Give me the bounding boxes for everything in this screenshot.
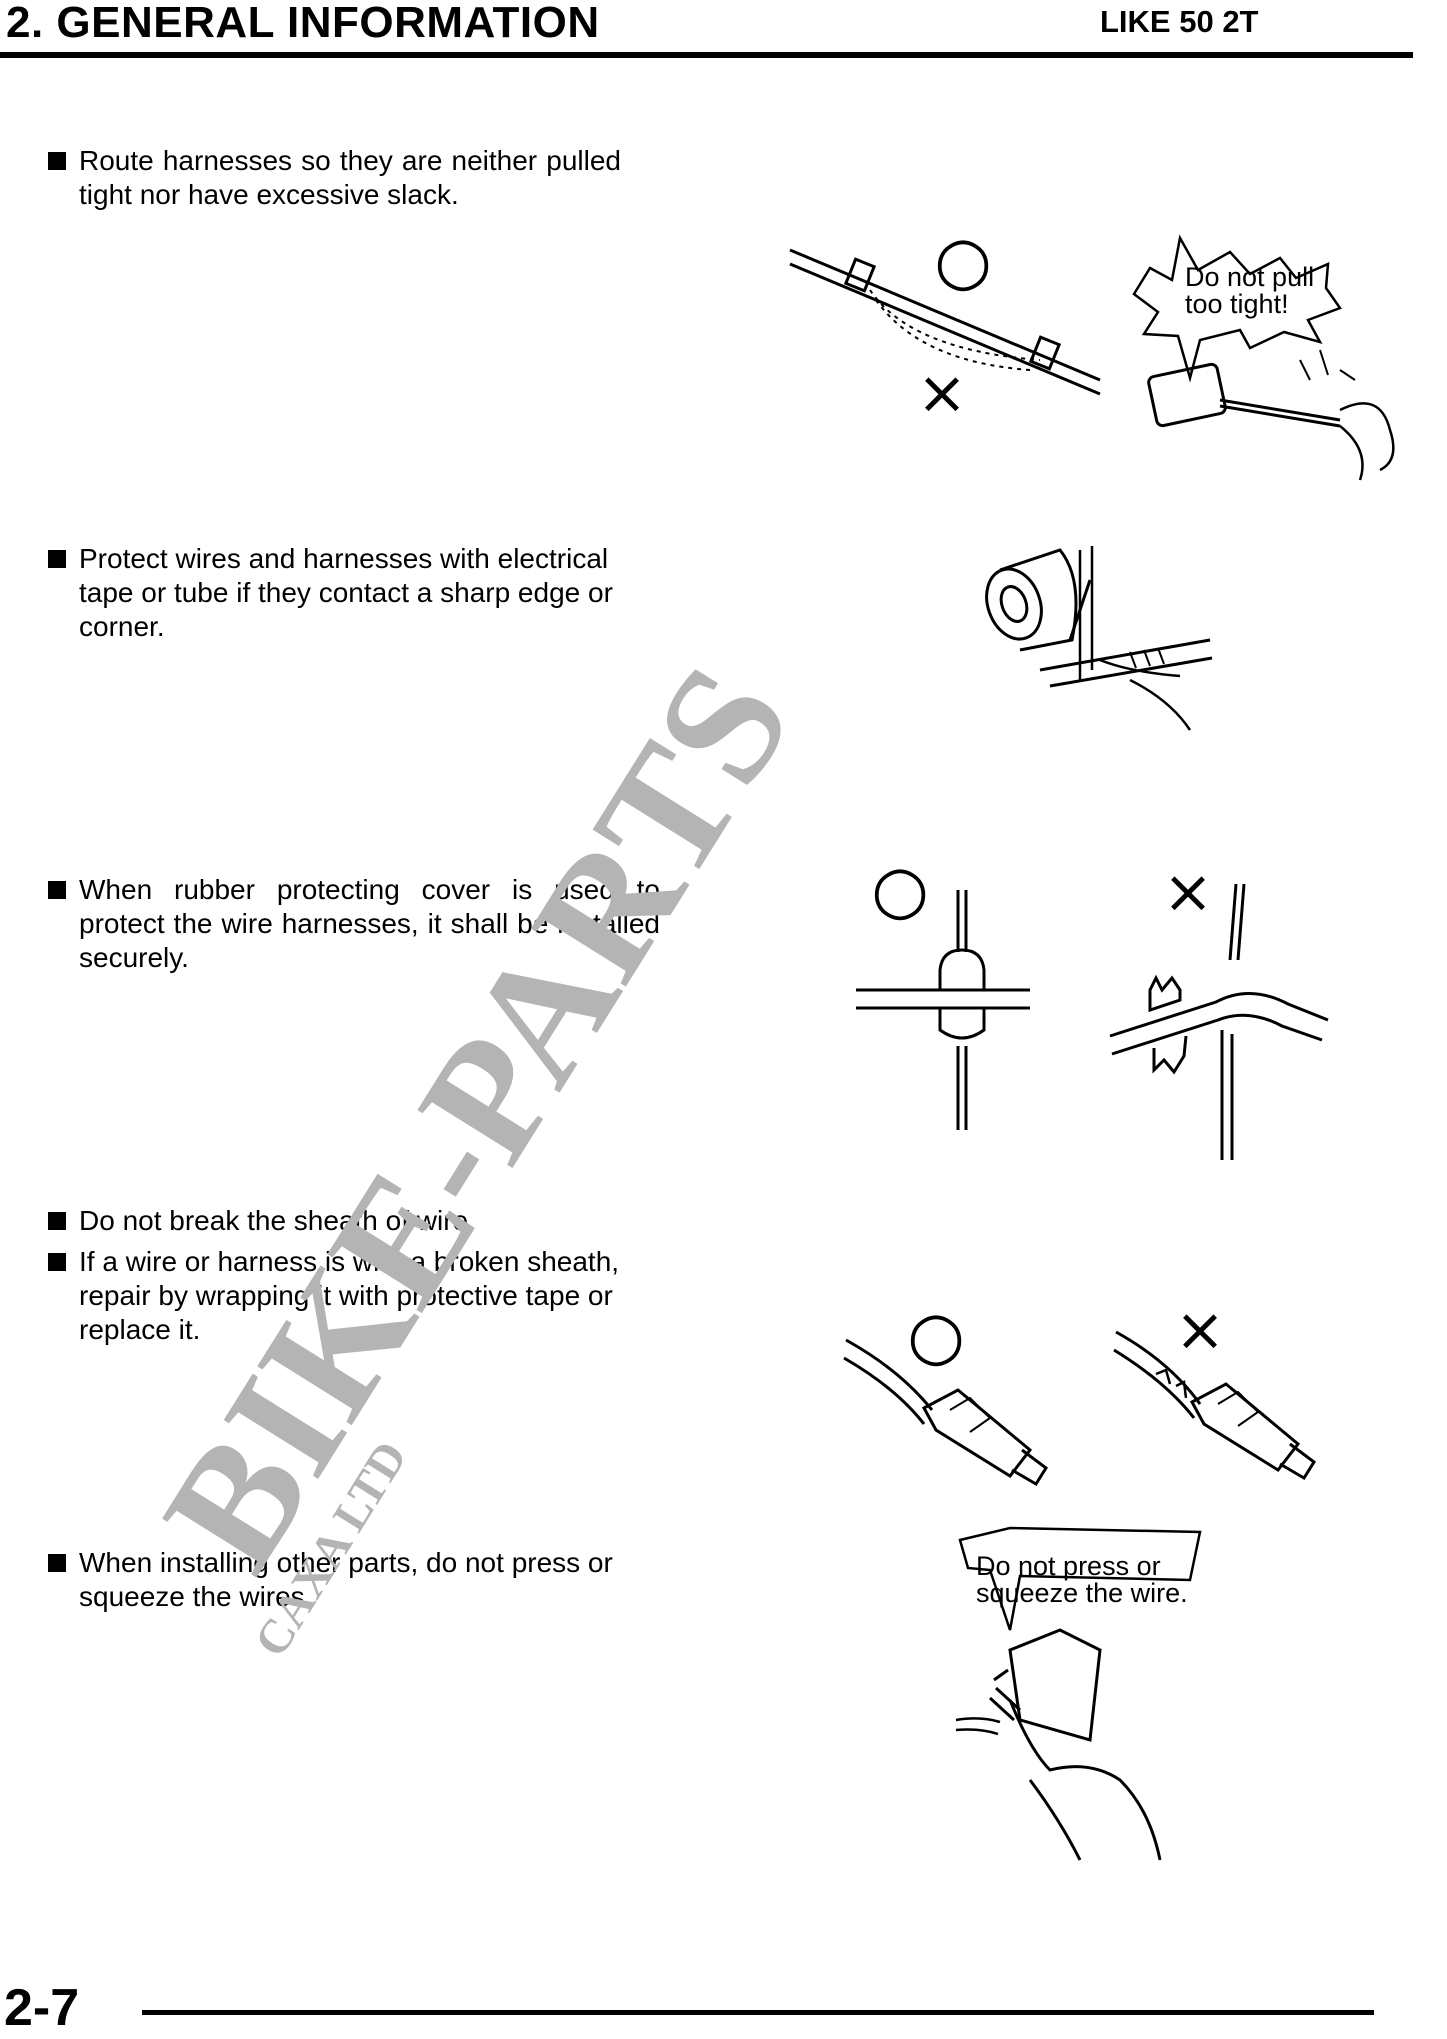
item-text: When rubber protecting cover is used to … bbox=[79, 874, 660, 973]
ng-mark-icon: × bbox=[917, 358, 967, 428]
ng-mark-icon: × bbox=[1175, 1295, 1225, 1365]
square-bullet-icon bbox=[48, 550, 66, 568]
header-rule bbox=[0, 52, 1413, 58]
section-title: 2. GENERAL INFORMATION bbox=[6, 0, 600, 47]
footer-rule bbox=[142, 2010, 1374, 2015]
ok-mark-icon: ○ bbox=[934, 222, 992, 299]
list-item: Route harnesses so they are neither pull… bbox=[48, 144, 621, 212]
list-item: If a wire or harness is with a broken sh… bbox=[48, 1245, 660, 1347]
square-bullet-icon bbox=[48, 1253, 66, 1271]
page-number: 2-7 bbox=[4, 1979, 80, 2037]
list-item: When installing other parts, do not pres… bbox=[48, 1546, 660, 1614]
square-bullet-icon bbox=[48, 881, 66, 899]
square-bullet-icon bbox=[48, 1212, 66, 1230]
square-bullet-icon bbox=[48, 152, 66, 170]
ok-mark-icon: ○ bbox=[907, 1297, 965, 1374]
callout-press-squeeze: Do not press or squeeze the wire. bbox=[976, 1551, 1188, 1608]
tape-protection-illustration bbox=[985, 546, 1213, 731]
item-text: Route harnesses so they are neither pull… bbox=[79, 145, 621, 210]
rubber-cover-illustration: ○ × bbox=[856, 851, 1329, 1160]
square-bullet-icon bbox=[48, 1554, 66, 1572]
item-text: Protect wires and harnesses with electri… bbox=[79, 543, 613, 642]
callout-pull-tight: Do not pull too tight! bbox=[1185, 262, 1315, 319]
harness-routing-illustration: ○ × bbox=[789, 222, 1395, 481]
press-wire-illustration bbox=[955, 1526, 1202, 1861]
watermark-main-text: BIKE-PARTS bbox=[127, 635, 827, 1600]
ng-mark-icon: × bbox=[1163, 857, 1213, 927]
ok-mark-icon: ○ bbox=[871, 851, 929, 928]
list-item: Protect wires and harnesses with electri… bbox=[48, 542, 660, 644]
item-text: When installing other parts, do not pres… bbox=[79, 1547, 613, 1612]
item-text: If a wire or harness is with a broken sh… bbox=[79, 1246, 620, 1345]
list-item: Do not break the sheath of wire. bbox=[48, 1204, 660, 1238]
model-name: LIKE 50 2T bbox=[1100, 4, 1259, 39]
list-item: When rubber protecting cover is used to … bbox=[48, 873, 660, 975]
item-text: Do not break the sheath of wire. bbox=[79, 1205, 476, 1236]
wire-sheath-illustration: ○ × bbox=[843, 1295, 1317, 1487]
